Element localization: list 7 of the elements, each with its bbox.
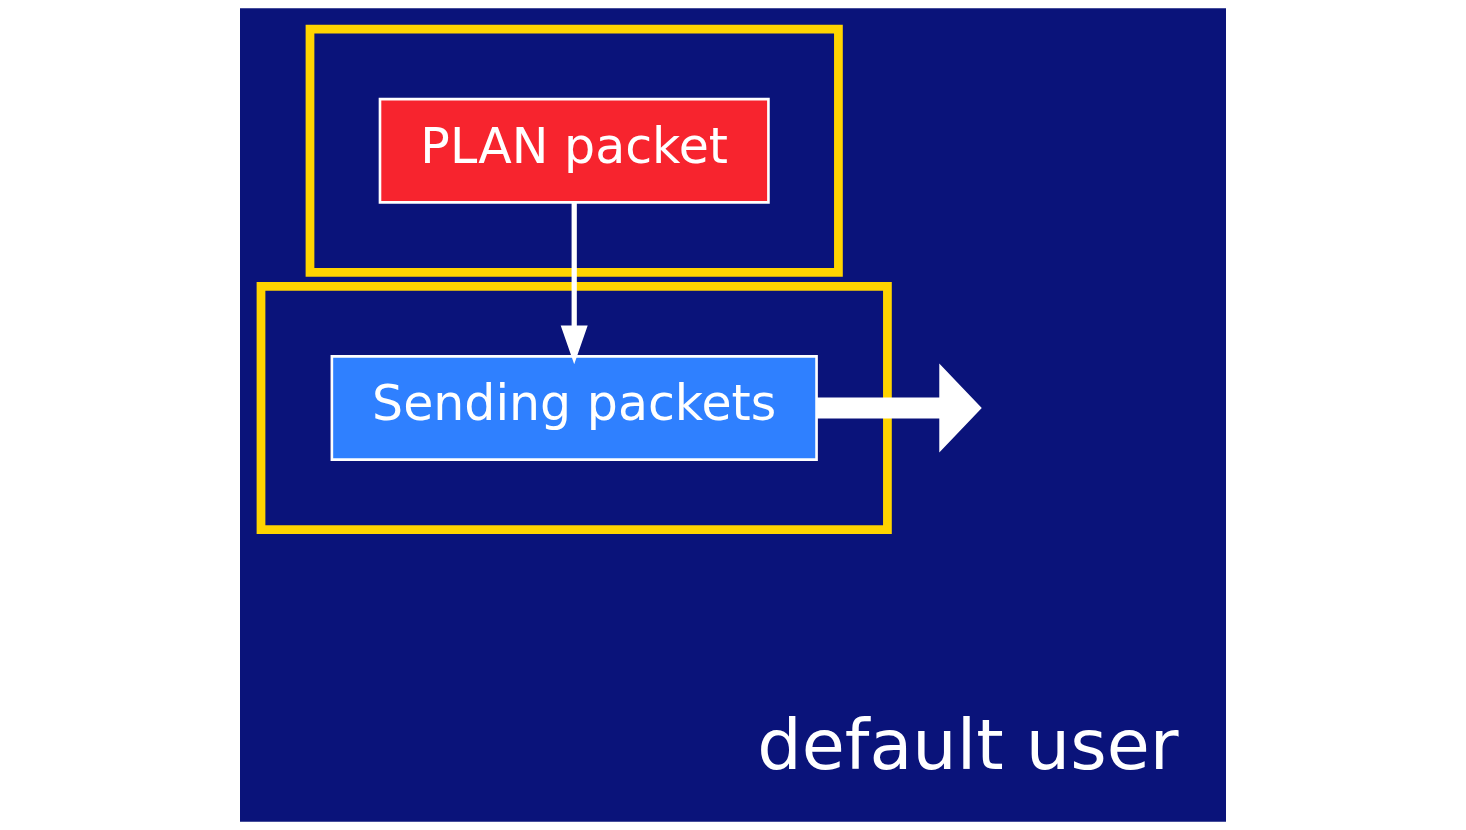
- arrow: [816, 363, 982, 453]
- arrow: [560, 202, 588, 365]
- label: default user: [757, 704, 1179, 787]
- node-box: Sending packets: [330, 355, 818, 461]
- cluster: [305, 24, 843, 277]
- cluster: [256, 282, 892, 534]
- node-box: PLAN packet: [378, 97, 770, 204]
